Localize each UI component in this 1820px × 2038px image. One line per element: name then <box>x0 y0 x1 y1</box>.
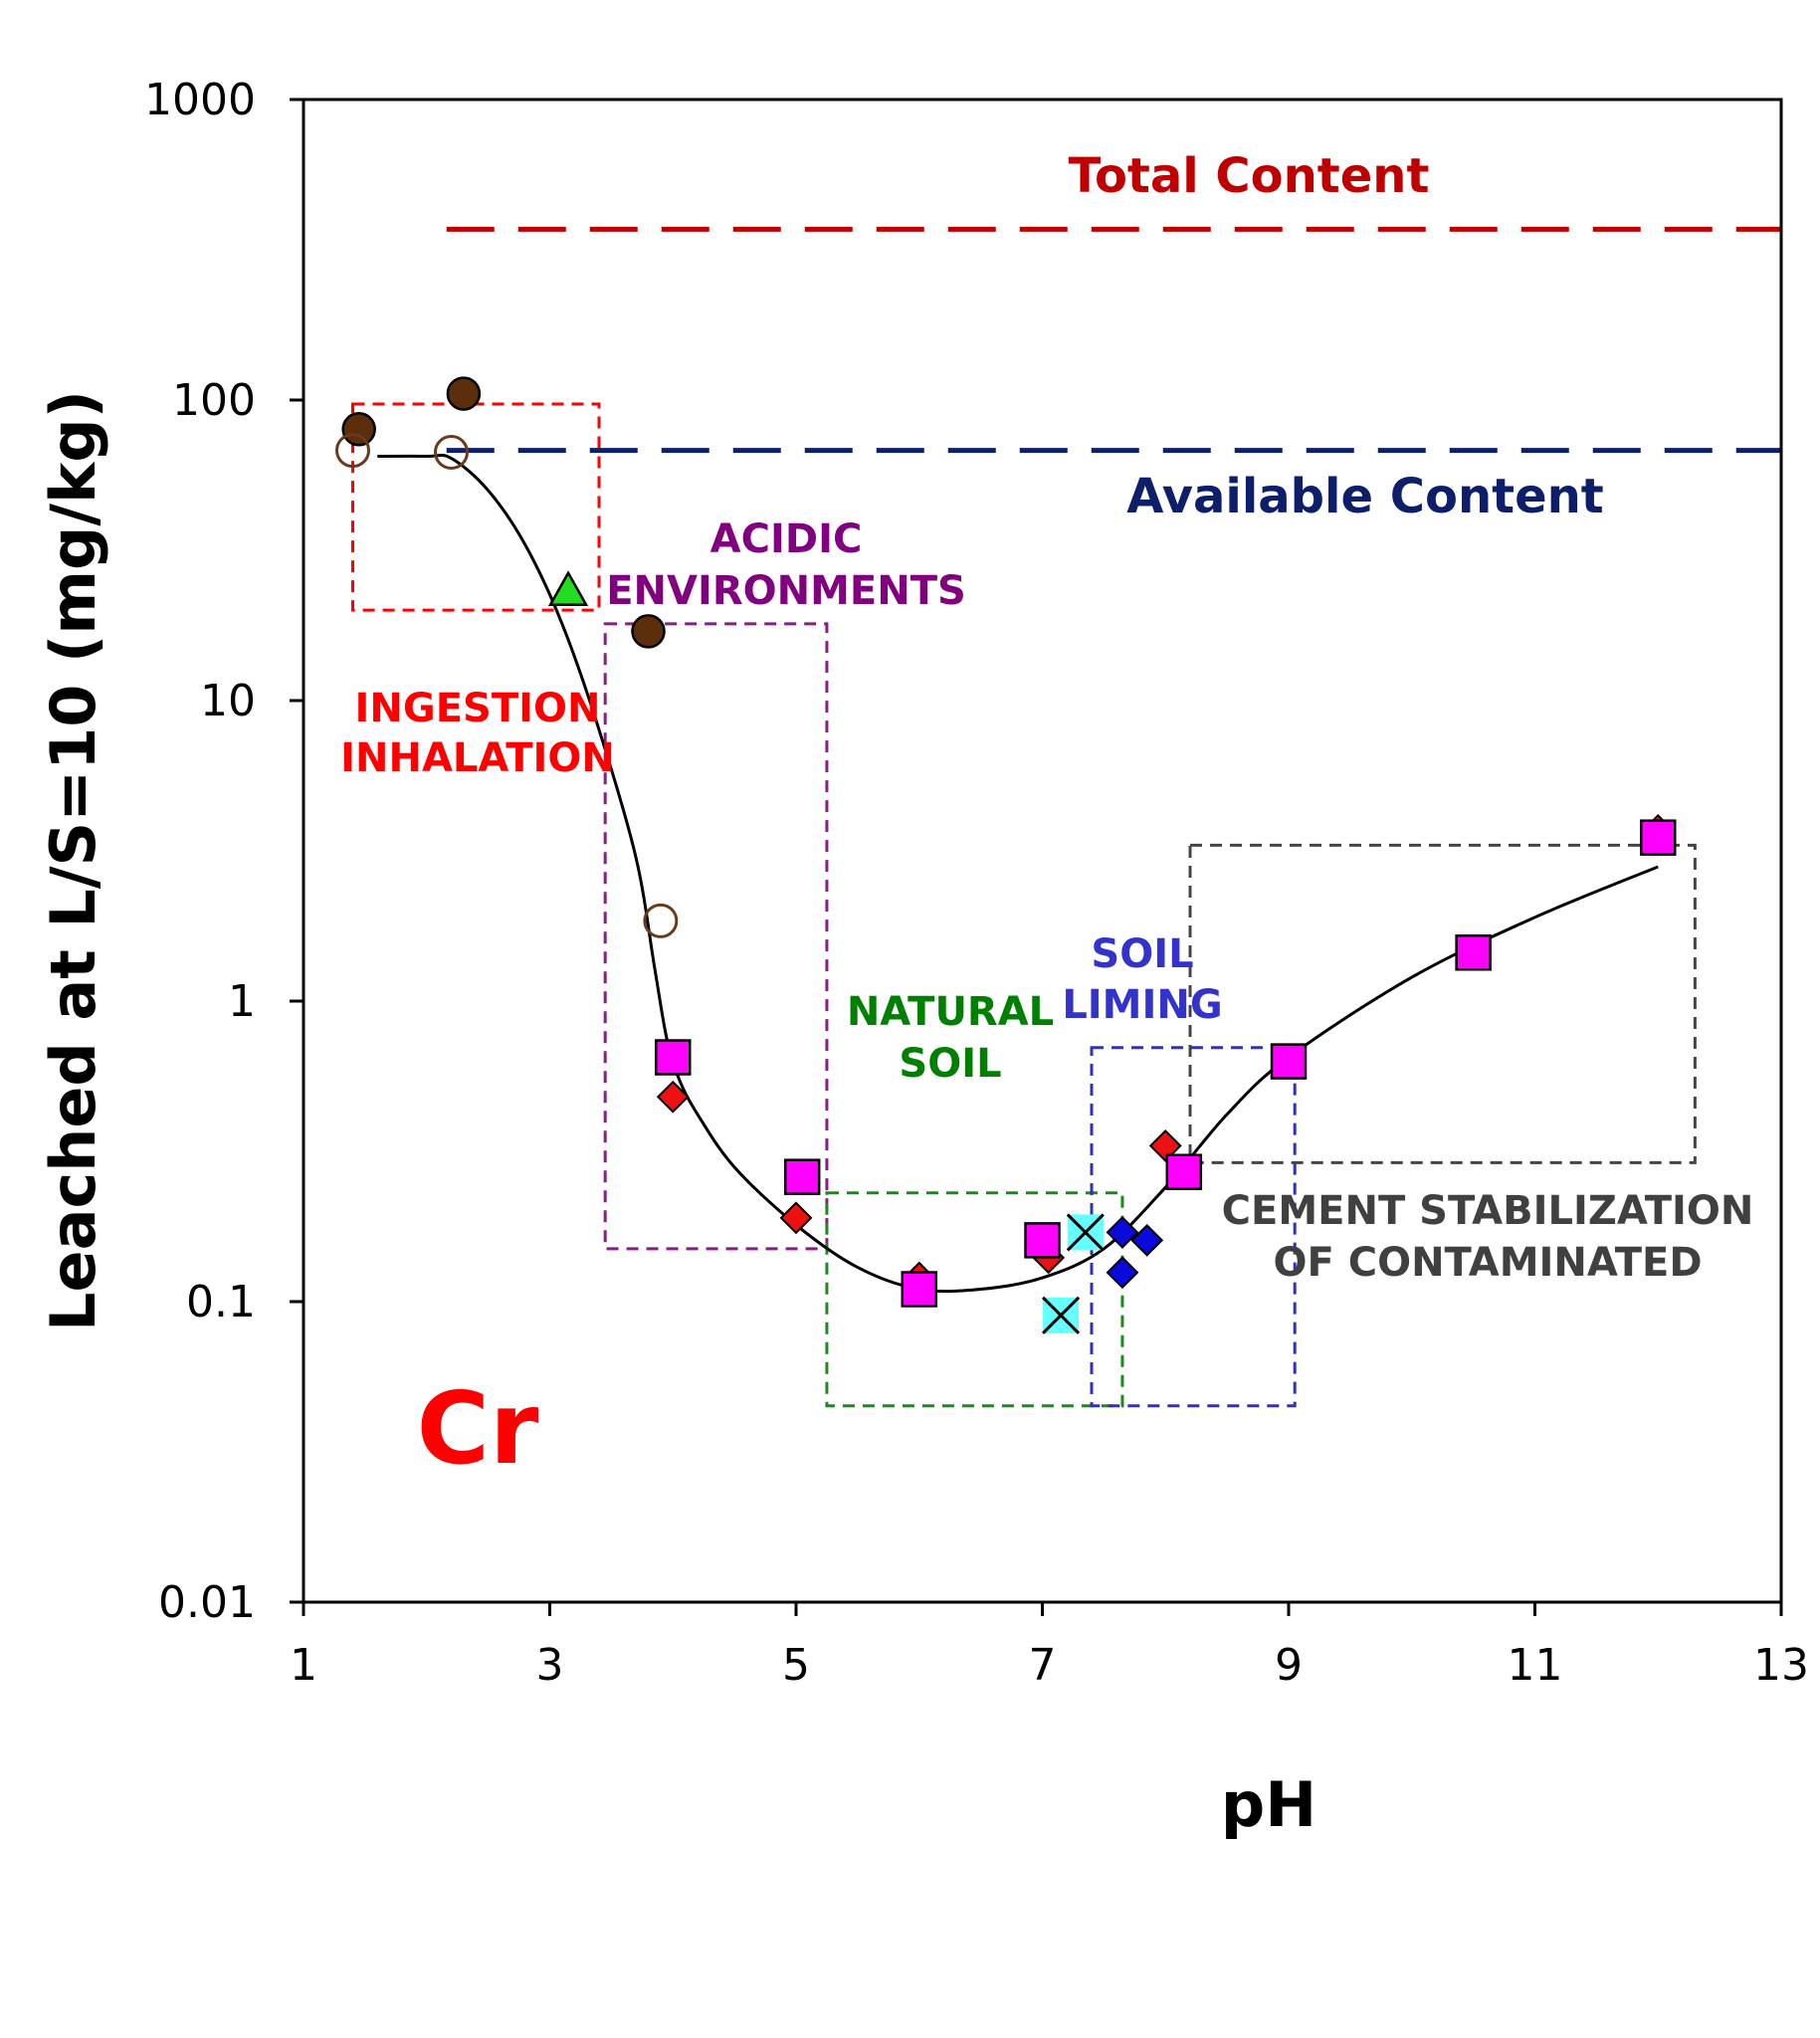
x-tick-label: 7 <box>1029 1640 1057 1691</box>
y-tick-label: 1000 <box>144 75 256 125</box>
y-tick-label: 100 <box>172 375 256 426</box>
x-tick-label: 1 <box>290 1640 317 1691</box>
region-label: ENVIRONMENTS <box>606 568 966 614</box>
data-point <box>783 1158 821 1195</box>
region-label: SOIL <box>1091 931 1193 977</box>
data-point <box>1640 819 1677 856</box>
y-tick-label: 0.01 <box>158 1577 256 1628</box>
data-point <box>335 433 370 469</box>
fit-curve-layer <box>377 453 1659 1294</box>
data-point <box>1130 1223 1164 1257</box>
data-point <box>547 570 589 607</box>
data-point <box>341 412 376 447</box>
data-point <box>779 1201 813 1235</box>
y-tick-label: 0.1 <box>186 1277 256 1327</box>
data-point <box>1270 1043 1308 1080</box>
data-point <box>631 614 666 649</box>
data-point <box>901 1271 937 1308</box>
region-label: INGESTION <box>355 686 601 731</box>
reference-lines <box>446 226 1781 454</box>
data-point <box>446 376 482 411</box>
region-label: ACIDIC <box>710 516 863 562</box>
x-tick-label: 11 <box>1508 1640 1563 1691</box>
x-tick-label: 13 <box>1753 1640 1809 1691</box>
reference-line-label: Available Content <box>1126 469 1603 524</box>
data-point <box>1455 934 1492 971</box>
region-label: NATURAL <box>847 989 1054 1035</box>
region-label: INHALATION <box>340 735 615 781</box>
region-label: LIMING <box>1062 982 1222 1028</box>
region-box <box>351 402 601 612</box>
region-label: OF CONTAMINATED <box>1273 1240 1702 1286</box>
data-point <box>656 1080 690 1114</box>
region-box <box>1188 843 1697 1164</box>
data-point <box>1024 1222 1061 1259</box>
y-tick-label: 1 <box>228 976 256 1027</box>
element-label: Cr <box>417 1370 539 1487</box>
y-axis-title: Leached at L/S=10 (mg/kg) <box>37 390 109 1331</box>
data-markers <box>335 376 1677 1334</box>
data-point <box>1042 1296 1081 1334</box>
y-tick-label: 10 <box>200 676 256 726</box>
x-tick-label: 3 <box>536 1640 564 1691</box>
data-point <box>643 903 679 938</box>
data-point <box>1106 1215 1139 1249</box>
region-box <box>825 1191 1124 1408</box>
region-box <box>603 622 829 1251</box>
reference-line-label: Total Content <box>1069 148 1430 204</box>
x-axis-title: pH <box>1221 1768 1316 1841</box>
data-point <box>1066 1213 1105 1252</box>
region-label: CEMENT STABILIZATION <box>1222 1188 1754 1234</box>
x-tick-label: 9 <box>1275 1640 1303 1691</box>
data-point <box>434 435 469 471</box>
data-point <box>1148 1128 1182 1162</box>
data-point <box>655 1039 692 1076</box>
region-label: SOIL <box>899 1041 1001 1087</box>
data-point <box>1165 1153 1203 1190</box>
x-tick-label: 5 <box>782 1640 810 1691</box>
fit-curve <box>377 453 1659 1294</box>
data-point <box>1106 1256 1139 1290</box>
